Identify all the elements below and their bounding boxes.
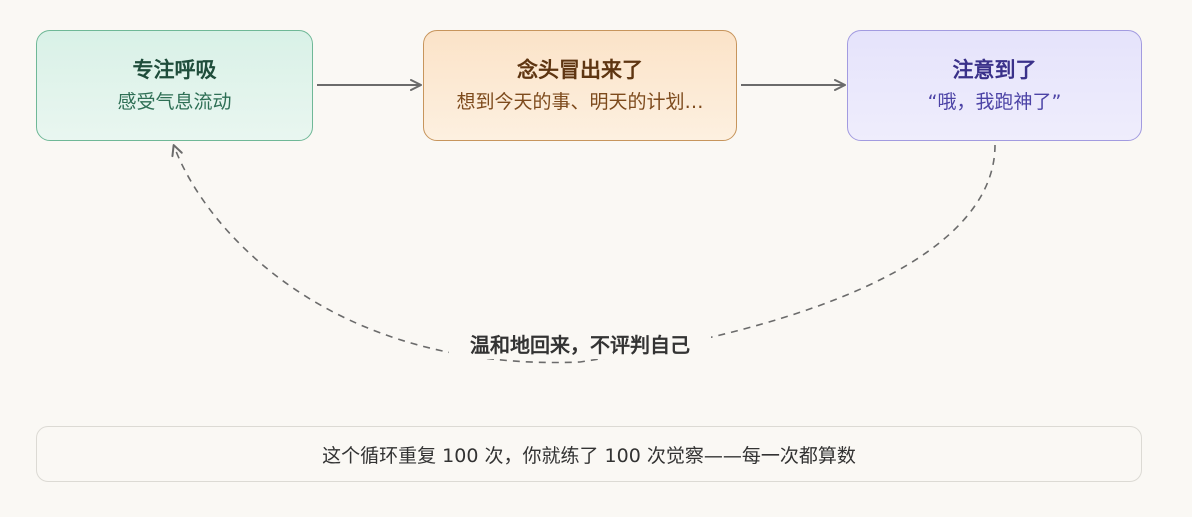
node-thought-arises: 念头冒出来了 想到今天的事、明天的计划… [423, 30, 737, 141]
node-thought-title: 念头冒出来了 [517, 57, 643, 82]
node-focus-breathing: 专注呼吸 感受气息流动 [36, 30, 313, 141]
node-noticed: 注意到了 “哦，我跑神了” [847, 30, 1142, 141]
return-label: 温和地回来，不评判自己 [449, 331, 711, 359]
node-thought-subtitle: 想到今天的事、明天的计划… [456, 90, 704, 113]
node-notice-title: 注意到了 [952, 57, 1037, 82]
node-notice-subtitle: “哦，我跑神了” [927, 90, 1062, 113]
return-arrow-dashed [171, 144, 996, 364]
summary-banner: 这个循环重复 100 次，你就练了 100 次觉察——每一次都算数 [36, 426, 1142, 482]
node-focus-title: 专注呼吸 [132, 57, 217, 82]
node-focus-subtitle: 感受气息流动 [117, 90, 232, 113]
